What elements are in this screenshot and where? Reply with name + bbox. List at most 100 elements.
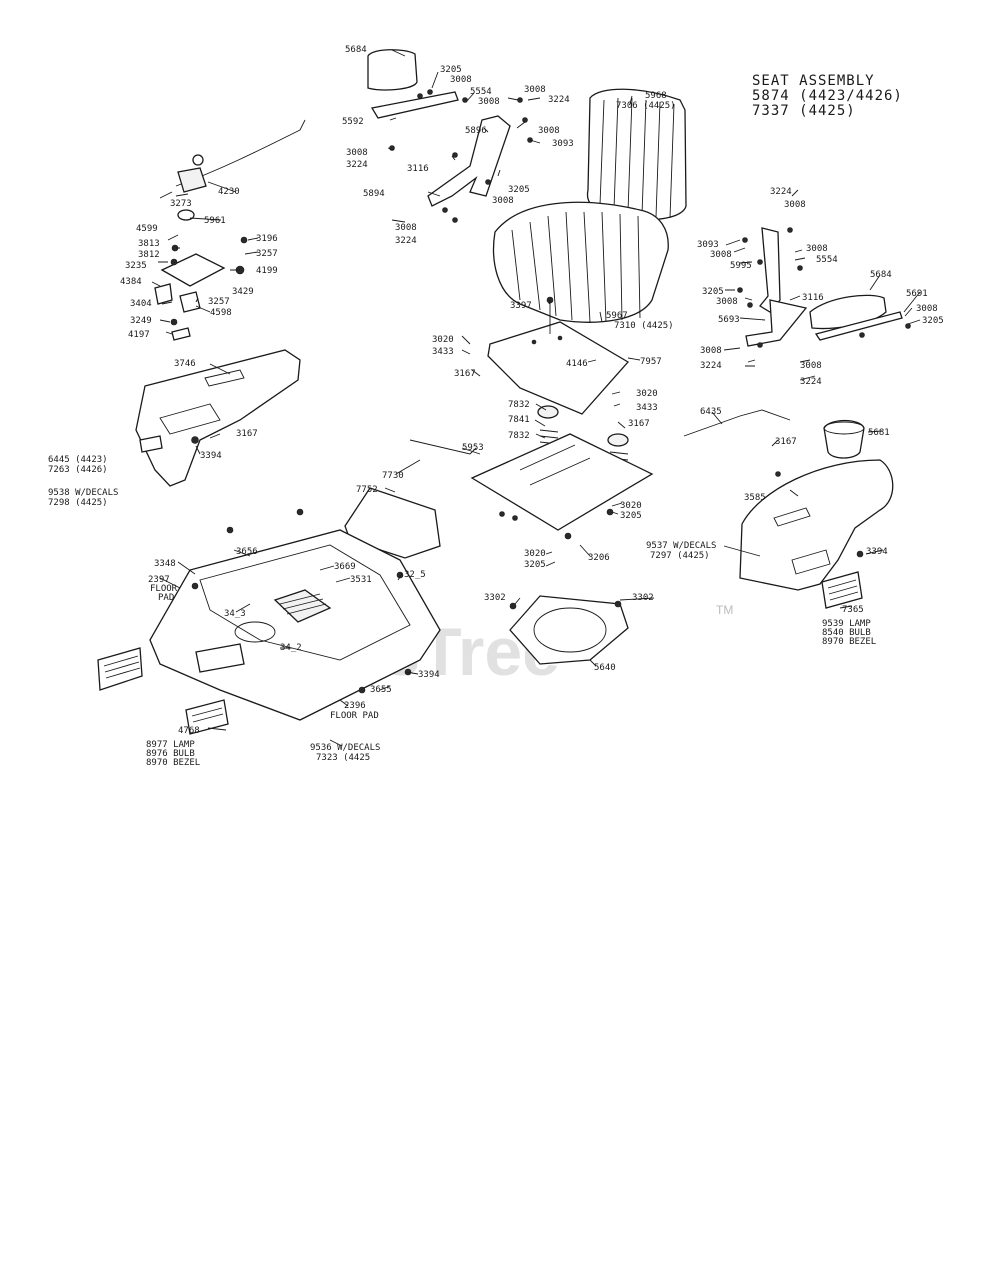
part-label: 3348 <box>154 559 176 569</box>
part-label: 3167 <box>236 429 258 439</box>
part-label: 3249 <box>130 316 152 326</box>
part-label: 7306 (4425) <box>616 101 676 111</box>
title-line-2: 5874 (4423/4426) <box>752 88 903 104</box>
part-label: 3196 <box>256 234 278 244</box>
part-label: 3404 <box>130 299 152 309</box>
part-label: 3656 <box>236 547 258 557</box>
part-label: 3008 <box>800 361 822 371</box>
part-label: 3746 <box>174 359 196 369</box>
part-label: 3008 <box>538 126 560 136</box>
part-label: 3206 <box>588 553 610 563</box>
part-label: 5684 <box>870 270 892 280</box>
part-label: 5968 <box>645 91 667 101</box>
fender-right <box>739 419 894 609</box>
part-label: 3020 <box>524 549 546 559</box>
part-label: 34_2 <box>280 643 302 653</box>
part-label: 3205 <box>440 65 462 75</box>
part-label: 3020 <box>636 389 658 399</box>
part-label: PAD <box>158 593 174 603</box>
part-label: 3205 <box>922 316 944 326</box>
part-label: 3224 <box>800 377 822 387</box>
seat-pan <box>487 296 630 415</box>
part-label: 7263 (4426) <box>48 465 108 475</box>
leader-lines <box>151 49 921 747</box>
part-label: 5592 <box>342 117 364 127</box>
part-label: 2396 <box>344 701 366 711</box>
part-label: 3167 <box>775 437 797 447</box>
title-line-1: SEAT ASSEMBLY <box>752 73 875 89</box>
part-label: 34_3 <box>224 609 246 619</box>
part-label: 5554 <box>816 255 838 265</box>
seat-side-bracket-right <box>759 227 781 313</box>
part-label: 3429 <box>232 287 254 297</box>
part-label: 7310 (4425) <box>614 321 674 331</box>
part-label: 3205 <box>524 560 546 570</box>
part-label: 5961 <box>204 216 226 226</box>
part-label: 3008 <box>395 223 417 233</box>
hood-body <box>97 508 441 735</box>
part-label: 3008 <box>784 200 806 210</box>
seat-mount-plate <box>409 433 654 540</box>
part-label: 7297 (4425) <box>650 551 710 561</box>
part-label: 7298 (4425) <box>48 498 108 508</box>
part-label: 3020 <box>620 501 642 511</box>
part-label: 3235 <box>125 261 147 271</box>
part-label: 32_5 <box>404 570 426 580</box>
cup-holder <box>823 419 865 459</box>
part-label: 3008 <box>806 244 828 254</box>
part-label: 8976 BULB <box>146 749 195 759</box>
part-label: 5640 <box>594 663 616 673</box>
part-label: 3302 <box>632 593 654 603</box>
part-label: 7957 <box>640 357 662 367</box>
part-label: 4599 <box>136 224 158 234</box>
part-label: 3008 <box>450 75 472 85</box>
part-label: 3116 <box>802 293 824 303</box>
part-label: 3394 <box>866 547 888 557</box>
part-label: 3093 <box>697 240 719 250</box>
part-label: 3813 <box>138 239 160 249</box>
decal-badge <box>195 643 245 673</box>
part-label: 4230 <box>218 187 240 197</box>
part-label: 3224 <box>548 95 570 105</box>
part-label: 3205 <box>620 511 642 521</box>
part-label: 8970 BEZEL <box>146 758 200 768</box>
part-label: 8540 BULB <box>822 628 871 638</box>
fender-left <box>135 349 301 487</box>
part-label: 3008 <box>492 196 514 206</box>
part-label: 3008 <box>716 297 738 307</box>
part-label: 5554 <box>470 87 492 97</box>
part-label: 4199 <box>256 266 278 276</box>
part-label: 4197 <box>128 330 150 340</box>
floor-tray <box>509 595 629 665</box>
part-label: 3224 <box>700 361 722 371</box>
part-label: 5967 <box>606 311 628 321</box>
part-label: 3531 <box>350 575 372 585</box>
part-label: 3167 <box>454 369 476 379</box>
part-label: 6435 <box>700 407 722 417</box>
lamp-left-lower <box>185 699 229 735</box>
part-label: 3008 <box>346 148 368 158</box>
part-label: 3224 <box>770 187 792 197</box>
part-label: 5681 <box>868 428 890 438</box>
seat-lever-rod <box>683 409 791 437</box>
throttle-control <box>154 119 306 341</box>
part-label: 3205 <box>508 185 530 195</box>
part-label: 5894 <box>363 189 385 199</box>
part-label: 9537 W/DECALS <box>646 541 716 551</box>
part-label: 5691 <box>906 289 928 299</box>
part-label: 3302 <box>484 593 506 603</box>
part-label: 4768 <box>178 726 200 736</box>
part-labels: 5684 3205 3008 5554 3008 3008 3224 5592 … <box>48 45 944 768</box>
part-label: FLOOR PAD <box>330 711 379 721</box>
part-label: 2397 <box>148 575 170 585</box>
part-label: 4146 <box>566 359 588 369</box>
part-label: 3224 <box>346 160 368 170</box>
part-label: 7752 <box>356 485 378 495</box>
part-label: 3257 <box>208 297 230 307</box>
part-label: 3167 <box>628 419 650 429</box>
part-label: 5693 <box>718 315 740 325</box>
title-line-3: 7337 (4425) <box>752 103 856 119</box>
part-label: 3585 <box>744 493 766 503</box>
part-label: 7323 (4425 <box>316 753 370 763</box>
